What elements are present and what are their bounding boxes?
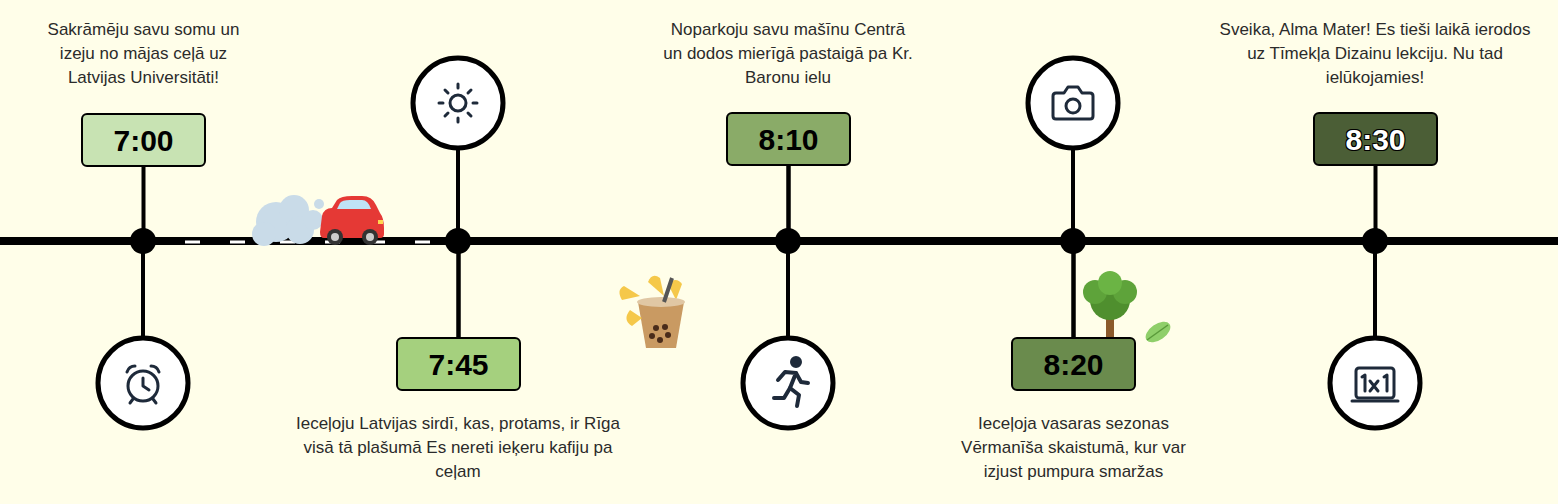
- time-box: 7:00: [81, 113, 206, 167]
- description-text: Ieceļoju Latvijas sirdī, kas, protams, i…: [293, 412, 623, 484]
- time-box: 8:20: [1011, 337, 1136, 391]
- timeline-connector: [144, 167, 459, 337]
- tree-picture: [1083, 271, 1137, 338]
- time-label: 8:30: [1345, 123, 1405, 156]
- timeline-segment: [457, 241, 461, 337]
- time-label: 8:20: [1043, 348, 1103, 381]
- timeline-segment: [459, 237, 789, 245]
- time-label: 7:00: [113, 124, 173, 157]
- timeline-segment: [457, 241, 461, 337]
- description-text: Ieceļoja vasaras sezonas Vērmanīša skais…: [956, 412, 1191, 484]
- exhaust-cloud: [252, 195, 324, 246]
- icon-circles: [98, 58, 1420, 428]
- runner-icon: [774, 358, 808, 406]
- description-text: Sveika, Alma Mater! Es tieši laikā ierod…: [1215, 18, 1535, 90]
- timeline-connector: [789, 166, 1074, 337]
- sun-icon: [439, 84, 477, 122]
- timeline-segment: [789, 237, 1074, 245]
- description-text: Noparkoju savu mašīnu Centrā un dodos mi…: [663, 20, 913, 87]
- description-text: Sakrāmēju savu somu un izeju no mājas ce…: [48, 20, 240, 87]
- description-text: Sakrāmēju savu somu un izeju no mājas ce…: [36, 18, 251, 90]
- time-box: 8:30: [1313, 112, 1438, 166]
- timeline-connector: [459, 166, 789, 337]
- time-box: 8:10: [726, 112, 851, 166]
- camera-icon: [1053, 87, 1093, 119]
- time-label: 7:45: [428, 348, 488, 381]
- timeline-connector: [1074, 166, 1376, 337]
- alarm-clock-icon: [127, 366, 159, 403]
- description-text: Ieceļoju Latvijas sirdī, kas, protams, i…: [296, 414, 620, 481]
- leaf-picture: [1142, 317, 1174, 346]
- time-label: 8:10: [758, 123, 818, 156]
- description-text: Ieceļoja vasaras sezonas Vērmanīša skais…: [961, 414, 1186, 481]
- timeline-segment: [1074, 237, 1376, 245]
- timeline-segment: [1072, 241, 1076, 337]
- bubble-tea-picture: [619, 276, 685, 348]
- timeline-segment: [1072, 241, 1076, 337]
- board-icon: [1352, 368, 1398, 401]
- timeline-dots: [130, 228, 1388, 254]
- time-box: 7:45: [396, 337, 521, 391]
- description-text: Noparkoju savu mašīnu Centrā un dodos mi…: [663, 18, 913, 90]
- icon-stems: [143, 146, 1375, 340]
- car-picture: [320, 196, 384, 245]
- description-text: Sveika, Alma Mater! Es tieši laikā ierod…: [1220, 20, 1531, 87]
